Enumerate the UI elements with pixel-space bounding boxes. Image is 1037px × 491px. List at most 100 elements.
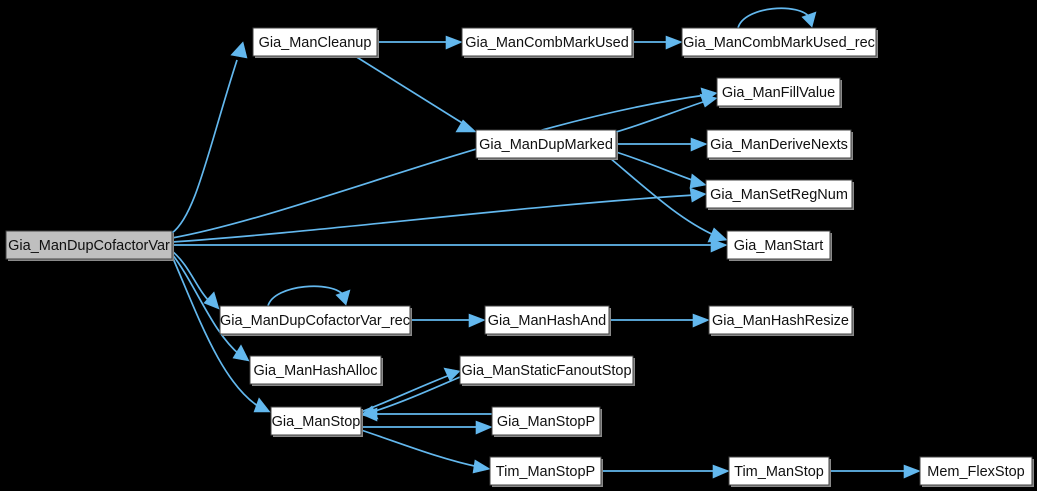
arrowhead-icon: [712, 464, 730, 479]
edge-line: [171, 94, 707, 239]
node-gia-man-hash-resize[interactable]: Gia_ManHashResize: [708, 305, 854, 336]
edge-line: [171, 194, 696, 243]
node-rect[interactable]: [491, 406, 601, 436]
arrowhead-icon: [801, 11, 817, 28]
node-gia-man-stop-p[interactable]: Gia_ManStopP: [491, 406, 602, 437]
node-rect[interactable]: [475, 129, 617, 159]
node-label: Tim_ManStopP: [496, 464, 595, 480]
node-gia-man-static-fanout-stop[interactable]: Gia_ManStaticFanoutStop: [459, 355, 635, 386]
node-label: Gia_ManStart: [734, 238, 823, 254]
node-gia-man-dup-cofactor-var[interactable]: Gia_ManDupCofactorVar: [5, 230, 174, 261]
edge-line: [360, 429, 480, 468]
edge-line: [171, 250, 211, 303]
arrowhead-icon: [253, 397, 271, 413]
node-gia-man-hash-and[interactable]: Gia_ManHashAnd: [484, 305, 611, 336]
edge-gia-man-cleanup-to-gia-man-dup-marked: [354, 55, 477, 133]
node-label: Gia_ManStopP: [497, 414, 595, 430]
node-label: Gia_ManStaticFanoutStop: [461, 363, 631, 379]
edge-gia-man-comb-mark-used-rec-to-gia-man-comb-mark-used-rec: [737, 7, 817, 29]
node-label: Gia_ManCleanup: [259, 35, 372, 51]
edge-gia-man-dup-cofactor-var-to-gia-man-set-reg-num: [171, 187, 707, 243]
edge-gia-man-dup-cofactor-var-to-gia-man-dup-cofactor-var-rec: [171, 250, 220, 310]
node-rect[interactable]: [249, 355, 382, 385]
arrowhead-icon: [335, 289, 351, 306]
arrowhead-icon: [903, 464, 921, 479]
edge-gia-man-dup-marked-to-gia-man-set-reg-num: [615, 151, 707, 189]
edge-gia-man-stop-to-gia-man-stop-p: [361, 420, 493, 435]
node-rect[interactable]: [726, 230, 831, 260]
arrowhead-icon: [690, 137, 708, 152]
node-gia-man-hash-alloc[interactable]: Gia_ManHashAlloc: [249, 355, 383, 386]
arrowhead-icon: [360, 407, 378, 422]
node-label: Tim_ManStop: [734, 464, 824, 480]
edge-tim-man-stop-to-mem-flex-stop: [829, 464, 921, 479]
arrowhead-icon: [665, 35, 683, 50]
node-gia-man-dup-cofactor-var-rec[interactable]: Gia_ManDupCofactorVar_rec: [219, 305, 412, 336]
arrowhead-icon: [692, 313, 710, 328]
node-rect[interactable]: [270, 406, 362, 436]
node-gia-man-set-reg-num[interactable]: Gia_ManSetRegNum: [705, 179, 854, 210]
node-gia-man-derive-nexts[interactable]: Gia_ManDeriveNexts: [706, 129, 853, 160]
node-rect[interactable]: [5, 230, 173, 260]
edge-gia-man-dup-cofactor-var-rec-to-gia-man-hash-and: [410, 313, 486, 328]
edge-tim-man-stop-p-to-tim-man-stop: [601, 464, 730, 479]
arrowhead-icon: [475, 420, 493, 435]
node-label: Gia_ManHashAlloc: [253, 363, 377, 379]
edge-line: [615, 100, 707, 133]
node-rect[interactable]: [706, 129, 852, 159]
arrowhead-icon: [455, 119, 477, 133]
node-label: Gia_ManSetRegNum: [710, 187, 848, 203]
node-rect[interactable]: [459, 355, 634, 385]
node-label: Gia_ManDupCofactorVar: [8, 238, 170, 254]
node-rect[interactable]: [708, 305, 853, 335]
node-gia-man-start[interactable]: Gia_ManStart: [726, 230, 832, 261]
edge-gia-man-dup-cofactor-var-to-gia-man-stop: [171, 255, 271, 413]
arrowhead-icon: [689, 187, 707, 203]
node-tim-man-stop-p[interactable]: Tim_ManStopP: [489, 456, 603, 487]
node-rect[interactable]: [919, 456, 1033, 486]
node-gia-man-comb-mark-used[interactable]: Gia_ManCombMarkUsed: [461, 27, 634, 58]
node-mem-flex-stop[interactable]: Mem_FlexStop: [919, 456, 1034, 487]
edges-layer: [171, 7, 921, 479]
node-rect[interactable]: [716, 77, 841, 107]
node-rect[interactable]: [705, 179, 853, 209]
edge-gia-man-dup-cofactor-var-to-gia-man-hash-alloc: [171, 253, 250, 362]
edge-gia-man-dup-marked-to-gia-man-fill-value: [615, 93, 718, 133]
arrowhead-icon: [445, 35, 463, 50]
node-label: Gia_ManStop: [272, 414, 361, 430]
node-gia-man-stop[interactable]: Gia_ManStop: [270, 406, 363, 437]
node-label: Gia_ManDupMarked: [479, 137, 613, 153]
node-rect[interactable]: [461, 27, 633, 57]
arrowhead-icon: [232, 344, 250, 362]
node-rect[interactable]: [681, 27, 877, 57]
edge-gia-man-stop-to-tim-man-stop-p: [360, 429, 491, 474]
node-rect[interactable]: [219, 305, 411, 335]
node-label: Gia_ManHashResize: [712, 313, 849, 329]
node-gia-man-cleanup[interactable]: Gia_ManCleanup: [252, 27, 379, 58]
node-rect[interactable]: [252, 27, 378, 57]
arrowhead-icon: [707, 227, 728, 243]
node-gia-man-dup-marked[interactable]: Gia_ManDupMarked: [475, 129, 618, 160]
edge-line: [171, 253, 241, 356]
node-gia-man-fill-value[interactable]: Gia_ManFillValue: [716, 77, 842, 108]
node-rect[interactable]: [484, 305, 610, 335]
edge-line: [171, 59, 238, 234]
node-rect[interactable]: [728, 456, 830, 486]
edge-line: [615, 151, 696, 182]
node-tim-man-stop[interactable]: Tim_ManStop: [728, 456, 831, 487]
edge-line: [609, 157, 717, 237]
edge-gia-man-stop-p-to-gia-man-stop: [360, 407, 492, 422]
node-rect[interactable]: [489, 456, 602, 486]
edge-gia-man-cleanup-to-gia-man-comb-mark-used: [377, 35, 463, 50]
node-label: Gia_ManDeriveNexts: [710, 137, 848, 153]
edge-gia-man-dup-cofactor-var-rec-to-gia-man-dup-cofactor-var-rec: [267, 285, 351, 307]
edge-gia-man-dup-marked-to-gia-man-derive-nexts: [616, 137, 708, 152]
edge-gia-man-comb-mark-used-to-gia-man-comb-mark-used-rec: [632, 35, 683, 50]
arrowhead-icon: [230, 41, 248, 59]
arrowhead-icon: [710, 238, 728, 253]
node-gia-man-comb-mark-used-rec[interactable]: Gia_ManCombMarkUsed_rec: [681, 27, 878, 58]
edge-line: [354, 55, 468, 127]
node-label: Mem_FlexStop: [927, 464, 1025, 480]
